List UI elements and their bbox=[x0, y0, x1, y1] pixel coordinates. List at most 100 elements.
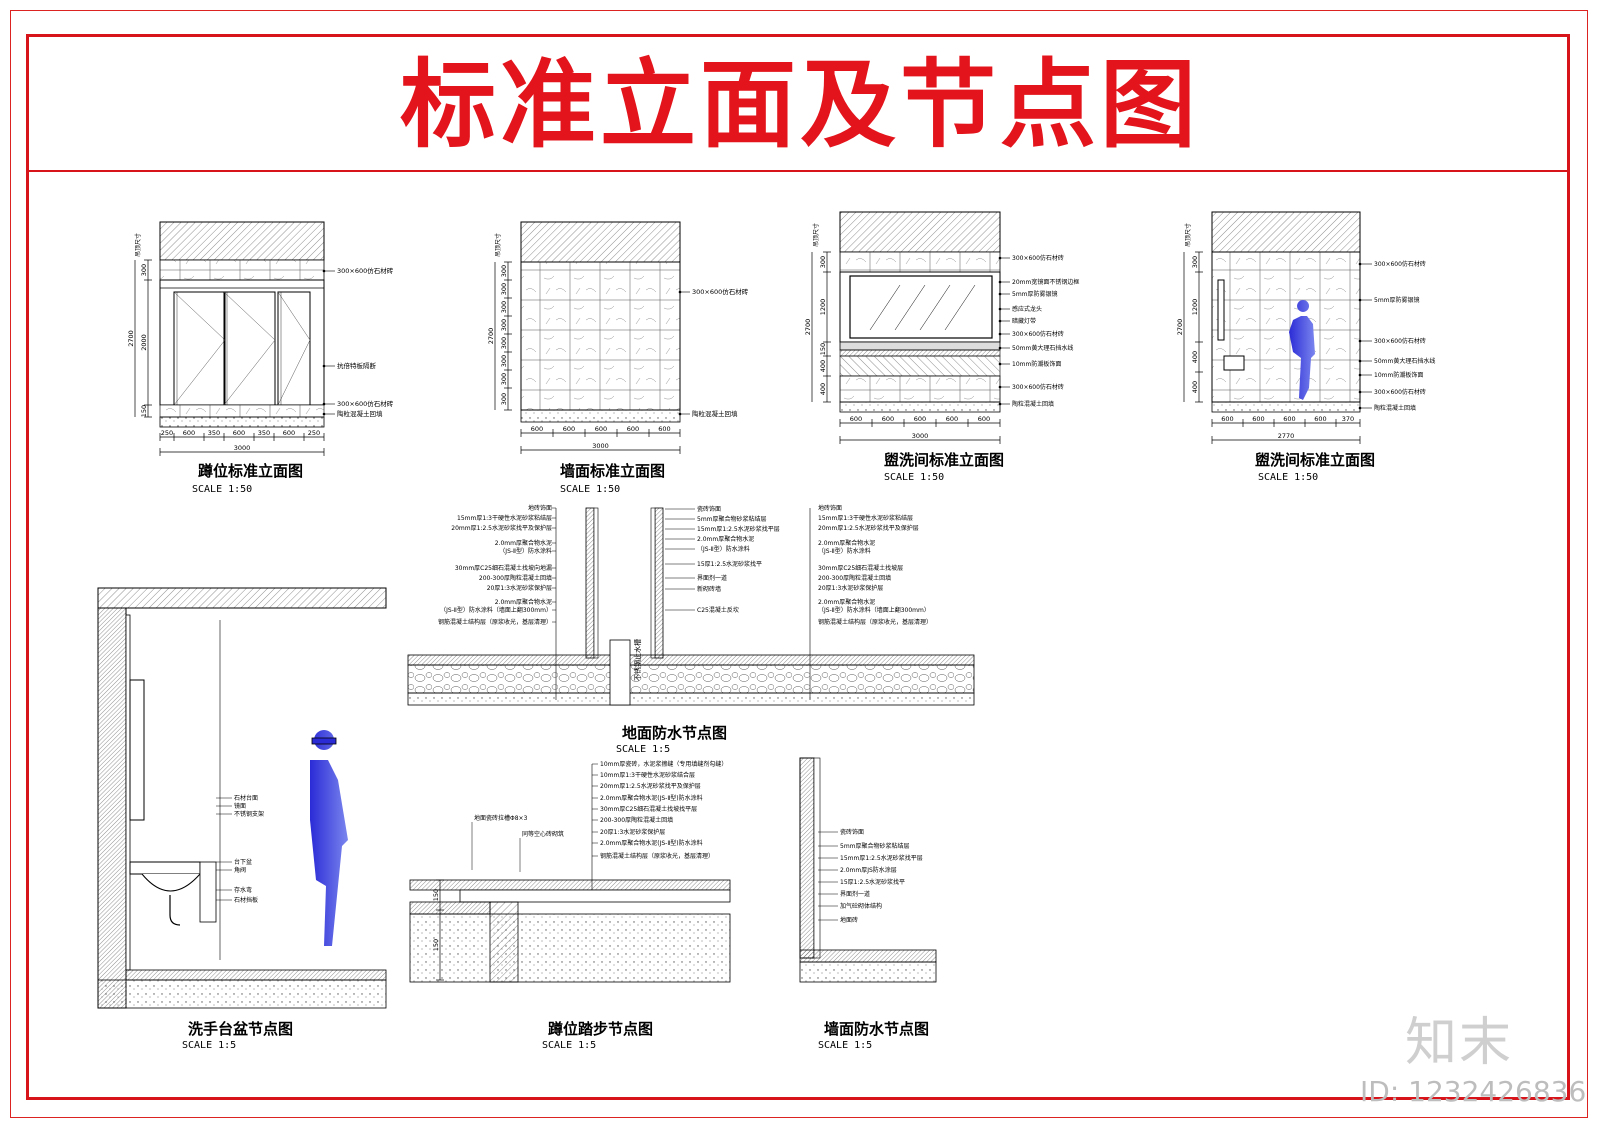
dim-label-5: 600 bbox=[283, 429, 295, 437]
leader-dot bbox=[1358, 373, 1362, 377]
wall-floor-finish bbox=[799, 949, 937, 963]
caption-d1: 蹲位标准立面图 bbox=[198, 462, 304, 480]
floor-left-label-3: 2.0mm厚聚合物水泥 bbox=[495, 539, 552, 547]
floor-slab bbox=[407, 692, 975, 706]
dim-total: 2700 bbox=[804, 319, 812, 336]
leader-dot bbox=[322, 269, 326, 273]
d1-tile-top bbox=[159, 259, 325, 281]
floor-wall-right bbox=[654, 507, 664, 659]
leader-label-1: 抗倍特板隔断 bbox=[337, 361, 377, 370]
floor-mid-label-8: C25混凝土反坎 bbox=[697, 606, 739, 614]
leader-dot bbox=[998, 307, 1002, 311]
leader-dot bbox=[322, 364, 326, 368]
d3-tile-top bbox=[839, 251, 1001, 273]
wall-label-6: 加气砼砌体结构 bbox=[840, 902, 882, 910]
step-label-1: 10mm厚1:3干硬性水泥砂浆结合层 bbox=[600, 771, 695, 779]
leader-label-1: 20mm宽镜面不锈钢边框 bbox=[1012, 278, 1079, 286]
drawing-frame bbox=[26, 34, 1570, 1100]
dim-label-1: 600 bbox=[1252, 415, 1264, 423]
floor-mid-label-3: 2.0mm厚聚合物水泥 bbox=[697, 535, 754, 543]
scale-basin: SCALE 1:5 bbox=[182, 1040, 237, 1051]
step-left-label-1: 同等空心砖砌筑 bbox=[522, 830, 564, 838]
dim-label-0: 250 bbox=[161, 429, 173, 437]
wall-label-7: 地面砖 bbox=[840, 916, 858, 924]
step-left-label-0: 地面瓷砖拉槽Φ8×3 bbox=[474, 814, 528, 822]
scale-d2: SCALE 1:50 bbox=[560, 484, 621, 495]
floor-right-label-6: 200-300厚陶粒混凝土回填 bbox=[818, 574, 891, 582]
floor-wall-right-finish bbox=[650, 507, 656, 659]
caption-basin: 洗手台盆节点图 bbox=[188, 1020, 294, 1038]
d3-counter bbox=[839, 341, 1001, 351]
floor-mid-label-7: 新砌砖墙 bbox=[697, 585, 721, 593]
d4-fill bbox=[1211, 401, 1361, 413]
floor-right-label-5: 30mm厚C25细石混凝土找坡层 bbox=[818, 564, 903, 572]
wall-label-0: 瓷砖饰面 bbox=[840, 828, 864, 836]
wall-label-1: 5mm厚聚合物砂浆粘结层 bbox=[840, 842, 910, 850]
wall-label-2: 15mm厚1:2.5水泥砂浆找平层 bbox=[840, 854, 923, 862]
d4-basin bbox=[1223, 355, 1245, 371]
dim-label-1: 1200 bbox=[819, 299, 827, 316]
basin-label-2: 不锈钢支架 bbox=[234, 810, 264, 818]
d3-ceiling-label: 吊顶尺寸 bbox=[812, 223, 820, 247]
d1-ceiling-label: 吊顶尺寸 bbox=[134, 233, 142, 257]
d3-mirror-glint bbox=[944, 284, 976, 331]
dim-label-4: 600 bbox=[658, 425, 670, 433]
leader-label-0: 300×600仿石材砖 bbox=[1012, 254, 1064, 262]
dim-label-6: 250 bbox=[308, 429, 320, 437]
floor-top-layer bbox=[407, 654, 975, 666]
basin-slab bbox=[97, 979, 387, 1009]
basin-wall bbox=[97, 607, 127, 1009]
d3-mirror-glint bbox=[869, 284, 901, 331]
dim-label-3: 600 bbox=[946, 415, 958, 423]
floor-mid-label-1: 5mm厚聚合物砂浆粘结层 bbox=[697, 515, 767, 523]
dim-total: 3000 bbox=[234, 444, 251, 452]
dim-total: 2770 bbox=[1278, 432, 1295, 440]
floor-right-label-8: 2.0mm厚聚合物水泥 bbox=[818, 598, 875, 606]
leader-label-1: 5mm厚防雾银镜 bbox=[1374, 296, 1420, 304]
wall-floor-slab bbox=[799, 961, 937, 983]
d3-ceiling bbox=[839, 211, 1001, 253]
floor-mid-label-5: 15厚1:2.5水泥砂浆找平 bbox=[697, 560, 762, 568]
leader-dot bbox=[998, 256, 1002, 260]
basin-label-0: 石材台面 bbox=[234, 794, 258, 802]
basin-label-5: 存水弯 bbox=[234, 886, 252, 894]
leader-label-7: 10mm防潮板饰面 bbox=[1012, 360, 1061, 368]
floor-left-label-4: （JS-Ⅱ型）防水涂料 bbox=[499, 547, 552, 555]
dim-label-0: 150 bbox=[432, 889, 440, 901]
leader-dot bbox=[322, 402, 326, 406]
d2-ceiling bbox=[520, 221, 681, 263]
dim-label-4: 600 bbox=[978, 415, 990, 423]
dim-total: 3000 bbox=[592, 442, 609, 450]
leader-dot bbox=[1358, 359, 1362, 363]
page-title: 标准立面及节点图 bbox=[400, 49, 1200, 161]
dim-label-0: 600 bbox=[850, 415, 862, 423]
step-lower-layer bbox=[409, 901, 491, 915]
d3-splash bbox=[839, 349, 1001, 357]
step-label-8: 钢筋混凝土结构层（原浆收光，基层清理） bbox=[600, 852, 714, 860]
caption-d4: 盥洗间标准立面图 bbox=[1255, 451, 1376, 469]
leader-dot bbox=[1358, 339, 1362, 343]
floor-left-label-6: 200-300厚陶粒混凝土回填 bbox=[479, 574, 552, 582]
scale-d4: SCALE 1:50 bbox=[1258, 472, 1319, 483]
dim-label-0: 300 bbox=[1191, 256, 1199, 268]
dim-total: 2700 bbox=[487, 328, 495, 345]
leader-dot bbox=[998, 346, 1002, 350]
basin-wall-finish bbox=[125, 614, 131, 971]
step-screed bbox=[459, 889, 731, 903]
leader-dot bbox=[1358, 406, 1362, 410]
outer-border bbox=[10, 10, 1588, 1118]
d3-mirror bbox=[849, 275, 993, 339]
floor-curb-label: 不锈钢止水槽 bbox=[633, 639, 642, 681]
dim-label-3: 600 bbox=[627, 425, 639, 433]
basin-apron bbox=[199, 861, 217, 923]
d2-ceiling-label: 吊顶尺寸 bbox=[494, 233, 502, 257]
step-top-layer bbox=[409, 879, 731, 891]
floor-right-label-10: 钢筋混凝土结构层（原浆收光，基层清理） bbox=[818, 618, 932, 626]
wall-structure bbox=[799, 757, 815, 959]
dim-label-1: 150 bbox=[432, 939, 440, 951]
floor-mid-label-4: （JS-Ⅱ型）防水涂料 bbox=[697, 545, 750, 553]
caption-step: 蹲位踏步节点图 bbox=[548, 1020, 654, 1038]
dim-label-0: 600 bbox=[1221, 415, 1233, 423]
d3-cabinet bbox=[839, 355, 1001, 377]
leader-dot bbox=[998, 362, 1002, 366]
